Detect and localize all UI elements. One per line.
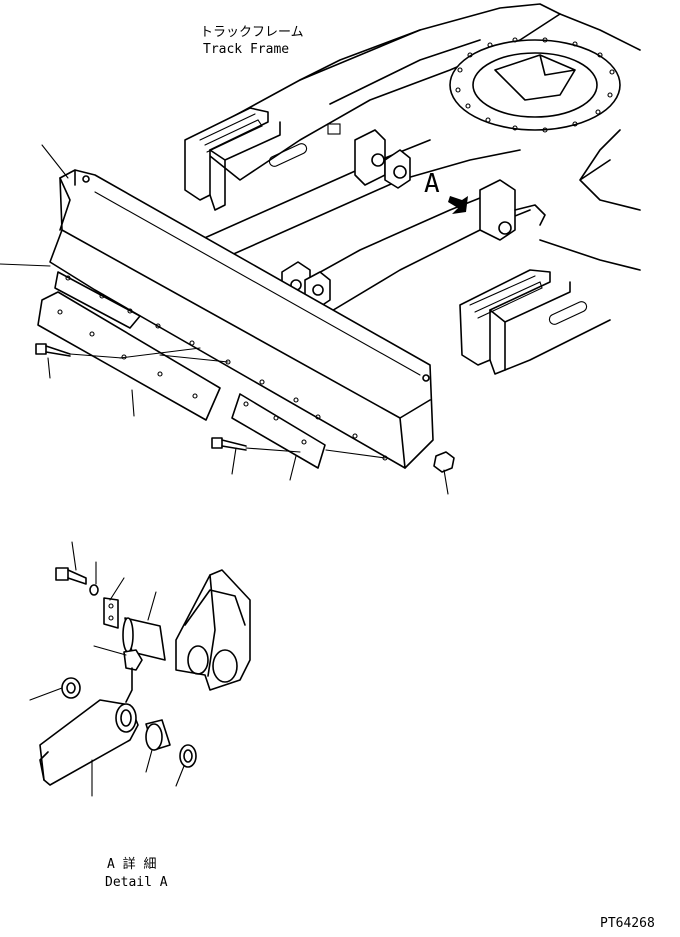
track-frame	[184, 3, 641, 375]
lift-lug-center	[354, 129, 386, 186]
ring-inner-block	[494, 54, 576, 101]
lift-lug-pin-a	[384, 149, 411, 189]
leader-lines-detail	[29, 541, 185, 797]
plow-bolt-right	[211, 437, 301, 453]
blade-arm-end	[39, 699, 139, 786]
track-frame-label-jp: トラックフレーム	[200, 25, 304, 40]
detail-bracket	[175, 569, 251, 691]
leader-lines-upper	[0, 144, 449, 495]
dust-seal-right	[179, 744, 197, 768]
dozer-blade	[35, 169, 455, 473]
lock-plate	[103, 597, 119, 629]
blade-body	[49, 169, 434, 469]
track-frame-bracket-left	[184, 107, 269, 201]
detail-washer	[89, 584, 99, 596]
cutting-edge-left	[37, 291, 221, 421]
blade-nut	[433, 451, 455, 473]
detail-bolt	[55, 567, 87, 585]
swing-ring-inner	[472, 52, 598, 118]
view-arrow-label: A	[424, 169, 440, 199]
grease-fitting	[123, 649, 143, 703]
dust-seal-left	[61, 677, 81, 699]
cutting-edge-right	[231, 393, 326, 469]
drawing-code: PT64268	[600, 916, 655, 931]
ring-bolt-holes	[455, 37, 615, 133]
plow-bolt-left	[35, 343, 123, 359]
blade-arm-lug-right	[479, 179, 516, 241]
view-arrow-a: A	[424, 169, 468, 214]
track-frame-label-en: Track Frame	[203, 42, 289, 57]
detail-a-assembly	[39, 567, 251, 786]
detail-label-jp: A 詳 細	[107, 856, 156, 872]
end-bit-upper	[54, 271, 141, 329]
frame-top-plate	[299, 29, 481, 105]
detail-label-en: Detail A	[105, 875, 168, 890]
frame-beam-right	[559, 13, 641, 211]
arrow-icon	[448, 196, 468, 214]
blade-bolt-holes	[57, 275, 388, 461]
